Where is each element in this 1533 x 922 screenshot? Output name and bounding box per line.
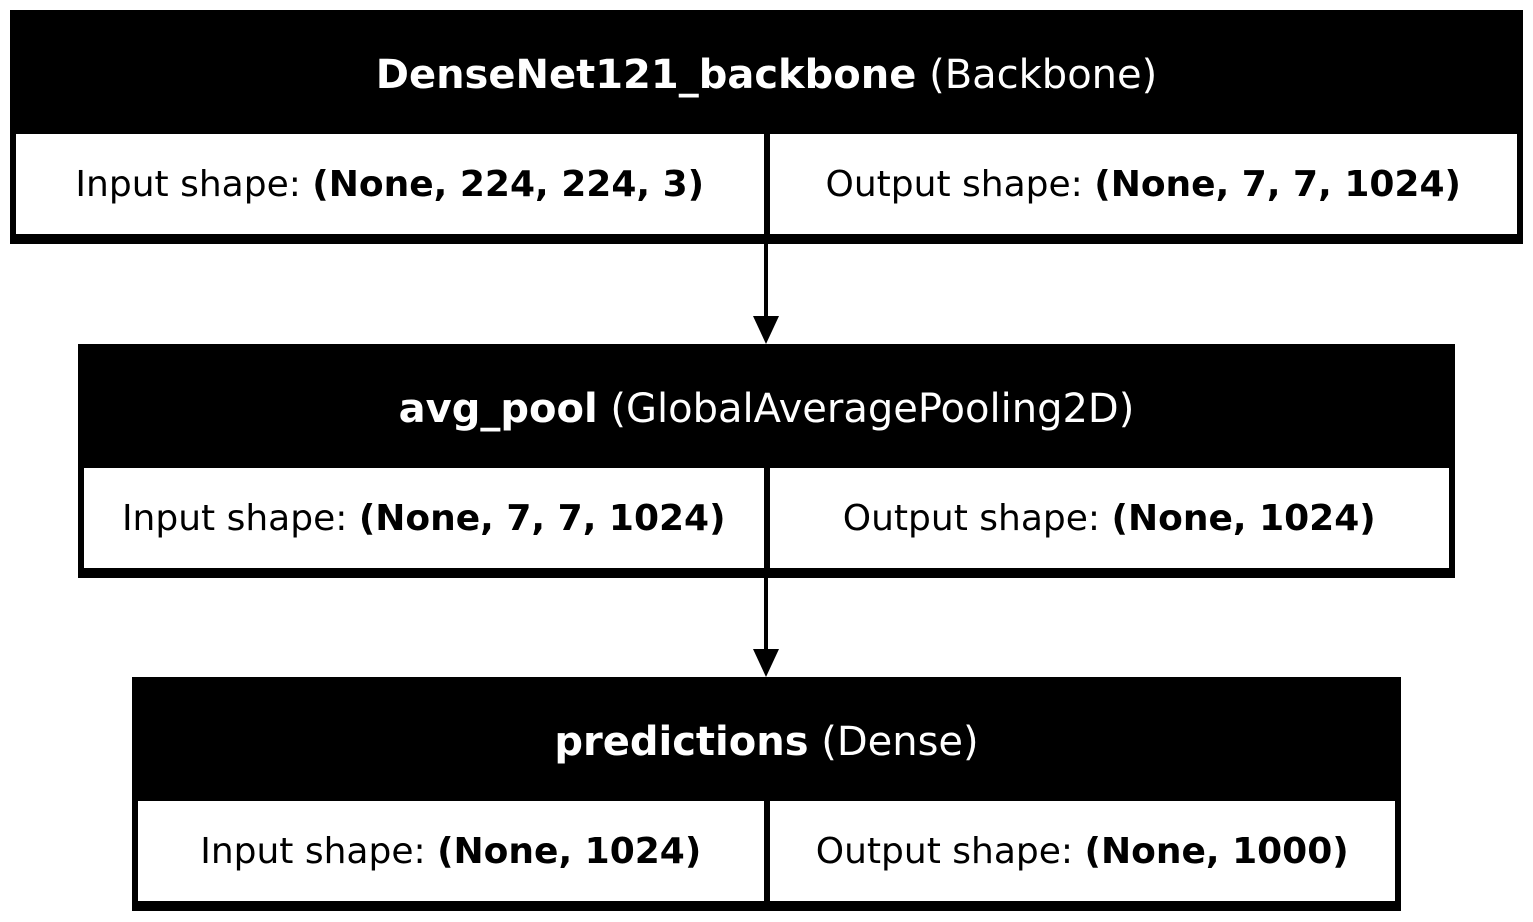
input-shape-value: (None, 7, 7, 1024): [358, 497, 726, 539]
output-shape-cell: Output shape: (None, 1000): [769, 801, 1395, 901]
output-shape-label: Output shape:: [842, 497, 1101, 539]
layer-name: avg_pool: [398, 386, 598, 432]
input-shape-value: (None, 224, 224, 3): [312, 163, 705, 205]
arrowhead-icon: [753, 649, 779, 677]
input-shape-cell: Input shape: (None, 224, 224, 3): [16, 134, 764, 234]
layer-header: DenseNet121_backbone (Backbone): [16, 16, 1517, 134]
layer-name: DenseNet121_backbone: [375, 52, 917, 98]
input-shape-label: Input shape:: [200, 830, 426, 872]
output-shape-cell: Output shape: (None, 7, 7, 1024): [769, 134, 1517, 234]
output-shape-cell: Output shape: (None, 1024): [769, 468, 1449, 568]
layer-type: (GlobalAveragePooling2D): [610, 386, 1135, 432]
output-shape-label: Output shape:: [825, 163, 1083, 205]
arrowhead-icon: [753, 316, 779, 344]
shape-row: Input shape: (None, 7, 7, 1024) Output s…: [84, 468, 1449, 568]
output-shape-value: (None, 1024): [1111, 497, 1376, 539]
layer-type: (Backbone): [929, 52, 1158, 98]
input-shape-cell: Input shape: (None, 7, 7, 1024): [84, 468, 764, 568]
layer-node-predictions: predictions (Dense) Input shape: (None, …: [132, 677, 1401, 911]
input-shape-label: Input shape:: [75, 163, 301, 205]
shape-row: Input shape: (None, 224, 224, 3) Output …: [16, 134, 1517, 234]
input-shape-value: (None, 1024): [437, 830, 702, 872]
layer-node-densenet121-backbone: DenseNet121_backbone (Backbone) Input sh…: [10, 10, 1523, 244]
layer-type: (Dense): [821, 719, 979, 765]
layer-header: avg_pool (GlobalAveragePooling2D): [84, 350, 1449, 468]
input-shape-label: Input shape:: [121, 497, 348, 539]
layer-name: predictions: [554, 719, 809, 765]
layer-header: predictions (Dense): [138, 683, 1395, 801]
output-shape-label: Output shape:: [815, 830, 1074, 872]
layer-node-avg-pool: avg_pool (GlobalAveragePooling2D) Input …: [78, 344, 1455, 578]
shape-row: Input shape: (None, 1024) Output shape: …: [138, 801, 1395, 901]
output-shape-value: (None, 1000): [1084, 830, 1349, 872]
output-shape-value: (None, 7, 7, 1024): [1094, 163, 1461, 205]
input-shape-cell: Input shape: (None, 1024): [138, 801, 764, 901]
